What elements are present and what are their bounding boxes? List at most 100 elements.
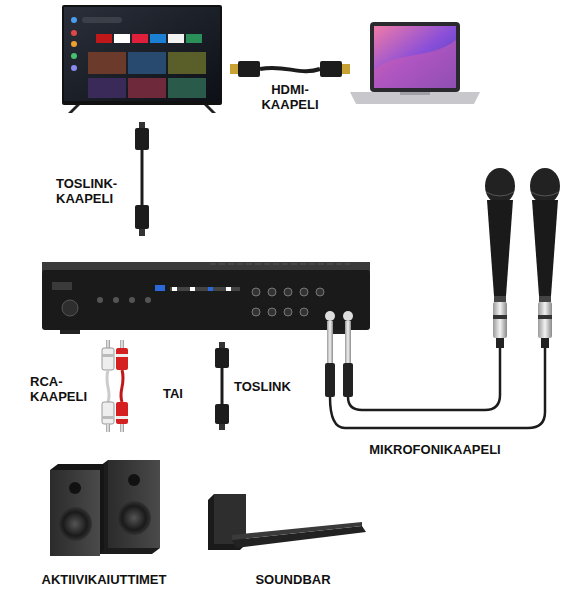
- amplifier-part: [62, 300, 78, 316]
- microphones-part: [541, 338, 549, 348]
- amplifier-part-part: [284, 288, 292, 296]
- television-part: [128, 52, 166, 74]
- active-speakers-part: [100, 460, 160, 554]
- microphones-part: [538, 302, 552, 338]
- television: [62, 5, 222, 113]
- laptop-part: [370, 22, 460, 92]
- hdmi-cable-part: [260, 68, 320, 72]
- microphones-part: [493, 315, 507, 319]
- television-part: [68, 105, 80, 113]
- rca-cable-part: [120, 424, 124, 432]
- television-part: [71, 41, 77, 47]
- amplifier-part: [145, 297, 151, 303]
- amplifier-part-part: [284, 308, 292, 316]
- television-part: [128, 78, 166, 98]
- amplifier: [42, 262, 370, 334]
- television-part: [132, 34, 148, 43]
- microphones-part: [486, 192, 514, 196]
- rca-cable-part: [106, 340, 110, 348]
- laptop-part: [400, 92, 430, 95]
- rca-cable: [102, 340, 128, 432]
- microphones-part: [485, 168, 515, 204]
- device-label: SOUNDBAR: [228, 572, 358, 587]
- laptop: [350, 22, 480, 104]
- toslink-cable-part: [221, 368, 224, 404]
- amplifier-part: [208, 287, 213, 291]
- microphones-part: [496, 338, 504, 348]
- jack-plugs-part: [327, 321, 333, 363]
- television-part: [71, 17, 77, 23]
- television-part: [62, 5, 222, 105]
- toslink-cable-part: [215, 404, 229, 424]
- alternative-label: TAI: [148, 386, 198, 401]
- television-part: [88, 78, 126, 98]
- amplifier-part: [52, 282, 72, 290]
- television-part: [71, 53, 77, 59]
- toslink-cable-part: [135, 205, 149, 229]
- active-speakers-part: [117, 501, 151, 535]
- hdmi-cable: [230, 61, 350, 77]
- microphone-cable: [330, 348, 545, 428]
- amplifier-part-part: [300, 288, 308, 296]
- television-part: [186, 34, 202, 43]
- amplifier-part: [226, 287, 231, 291]
- amplifier-part: [325, 311, 335, 321]
- television-part: [168, 78, 206, 98]
- laptop-part: [350, 92, 480, 104]
- toslink-cable: [215, 342, 229, 430]
- rca-cable-part: [107, 370, 109, 402]
- television-part: [168, 52, 206, 74]
- rca-cable-part: [116, 348, 128, 370]
- television-part: [64, 7, 220, 101]
- rca-cable-part: [102, 416, 114, 419]
- jack-plugs: [325, 321, 353, 397]
- television-part: [88, 52, 126, 74]
- amplifier-part: [252, 288, 324, 316]
- amplifier-part: [60, 330, 80, 334]
- toslink-cable-part: [139, 122, 145, 128]
- jack-plugs-part: [345, 321, 351, 363]
- jack-plugs-part: [343, 363, 353, 397]
- amplifier-part: [129, 297, 135, 303]
- laptop-part: [374, 40, 456, 88]
- microphones-part: [530, 168, 560, 204]
- amplifier-part: [97, 297, 103, 303]
- amplifier-part: [172, 287, 177, 291]
- television-part: [82, 17, 122, 23]
- soundbar: [208, 494, 366, 550]
- rca-cable-part: [116, 354, 128, 357]
- rca-cable-part: [102, 348, 114, 370]
- rca-cable-part: [116, 416, 128, 419]
- rca-cable-part: [121, 370, 123, 402]
- microphone-cable-part: [330, 348, 545, 428]
- television-part: [150, 34, 166, 43]
- soundbar-part: [232, 522, 362, 540]
- rca-cable-part: [102, 402, 114, 424]
- microphones-part: [538, 315, 552, 319]
- active-speakers-part: [108, 460, 160, 548]
- active-speakers-part: [58, 507, 92, 541]
- microphones-part: [531, 192, 559, 196]
- amplifier-part-part: [252, 288, 260, 296]
- cable-label: TOSLINK- KAAPELI: [56, 176, 130, 206]
- amplifier-part: [190, 287, 195, 291]
- rca-cable-part: [120, 340, 124, 348]
- hdmi-cable-part: [320, 61, 342, 77]
- toslink-cable-part: [139, 229, 145, 236]
- device-label: AKTIIVIKAIUTTIMET: [18, 572, 190, 587]
- active-speakers: [50, 460, 160, 556]
- microphone-cable-part: [348, 348, 500, 410]
- rca-cable-part: [106, 424, 110, 432]
- amplifier-part: [210, 264, 350, 265]
- active-speakers-part: [128, 474, 140, 486]
- active-speakers-part: [50, 470, 100, 556]
- amplifier-part: [113, 297, 119, 303]
- amplifier-part-part: [316, 288, 324, 296]
- television-part: [204, 105, 216, 113]
- television-part: [71, 30, 77, 36]
- rca-cable-part: [102, 354, 114, 357]
- toslink-cable-part: [219, 342, 225, 348]
- amplifier-part-part: [268, 288, 276, 296]
- hdmi-cable-part: [230, 64, 238, 74]
- cable-label: MIKROFONIKAAPELI: [345, 442, 525, 457]
